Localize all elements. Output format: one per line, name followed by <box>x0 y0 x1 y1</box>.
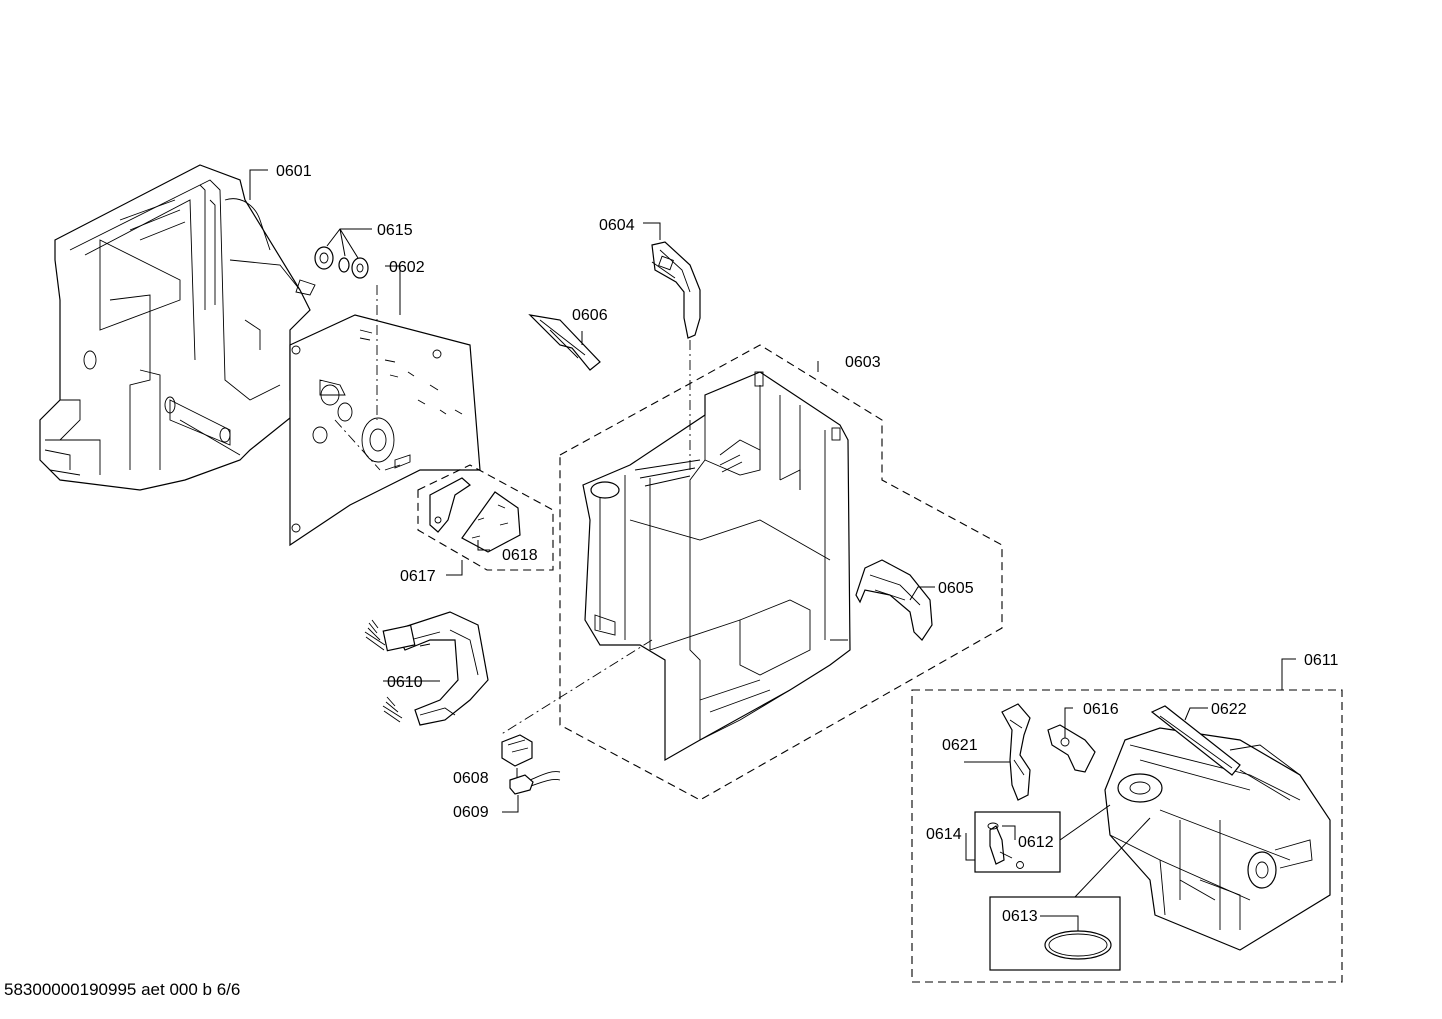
part-labels: 0601 0615 0602 0604 0606 0603 0618 0617 … <box>276 163 1339 925</box>
label-0621: 0621 <box>942 737 978 754</box>
label-0608: 0608 <box>453 770 489 787</box>
label-0601: 0601 <box>276 163 312 180</box>
label-0612: 0612 <box>1018 834 1054 851</box>
label-0617: 0617 <box>400 568 436 585</box>
label-0609: 0609 <box>453 804 489 821</box>
part-0604-lever <box>651 241 701 339</box>
label-0614: 0614 <box>926 826 962 843</box>
part-0602-pcb <box>289 314 481 547</box>
label-0606: 0606 <box>572 307 608 324</box>
part-0601-frame <box>39 164 316 491</box>
part-0606-bracket <box>528 314 601 371</box>
leader-lines <box>249 169 1296 931</box>
label-0605: 0605 <box>938 580 974 597</box>
label-0610: 0610 <box>387 674 423 691</box>
label-0603: 0603 <box>845 354 881 371</box>
label-0622: 0622 <box>1211 701 1247 718</box>
label-0616: 0616 <box>1083 701 1119 718</box>
part-0611-brewing-unit <box>911 689 1343 983</box>
label-0602: 0602 <box>389 259 425 276</box>
label-0615: 0615 <box>377 222 413 239</box>
part-0603-chassis <box>559 344 1003 801</box>
part-0605-cover <box>855 559 933 641</box>
document-id: 58300000190995 aet 000 b 6/6 <box>4 980 241 999</box>
label-0611: 0611 <box>1304 652 1339 669</box>
part-0617-0618-subboards <box>417 464 554 571</box>
label-0618: 0618 <box>502 547 538 564</box>
part-0610-holder <box>364 611 489 726</box>
part-0615-bearing <box>314 246 369 279</box>
label-0604: 0604 <box>599 217 635 234</box>
assembly-axis-lines <box>334 285 691 736</box>
label-0613: 0613 <box>1002 908 1038 925</box>
part-0609-connector <box>509 771 561 795</box>
part-0608-switch <box>501 734 533 767</box>
